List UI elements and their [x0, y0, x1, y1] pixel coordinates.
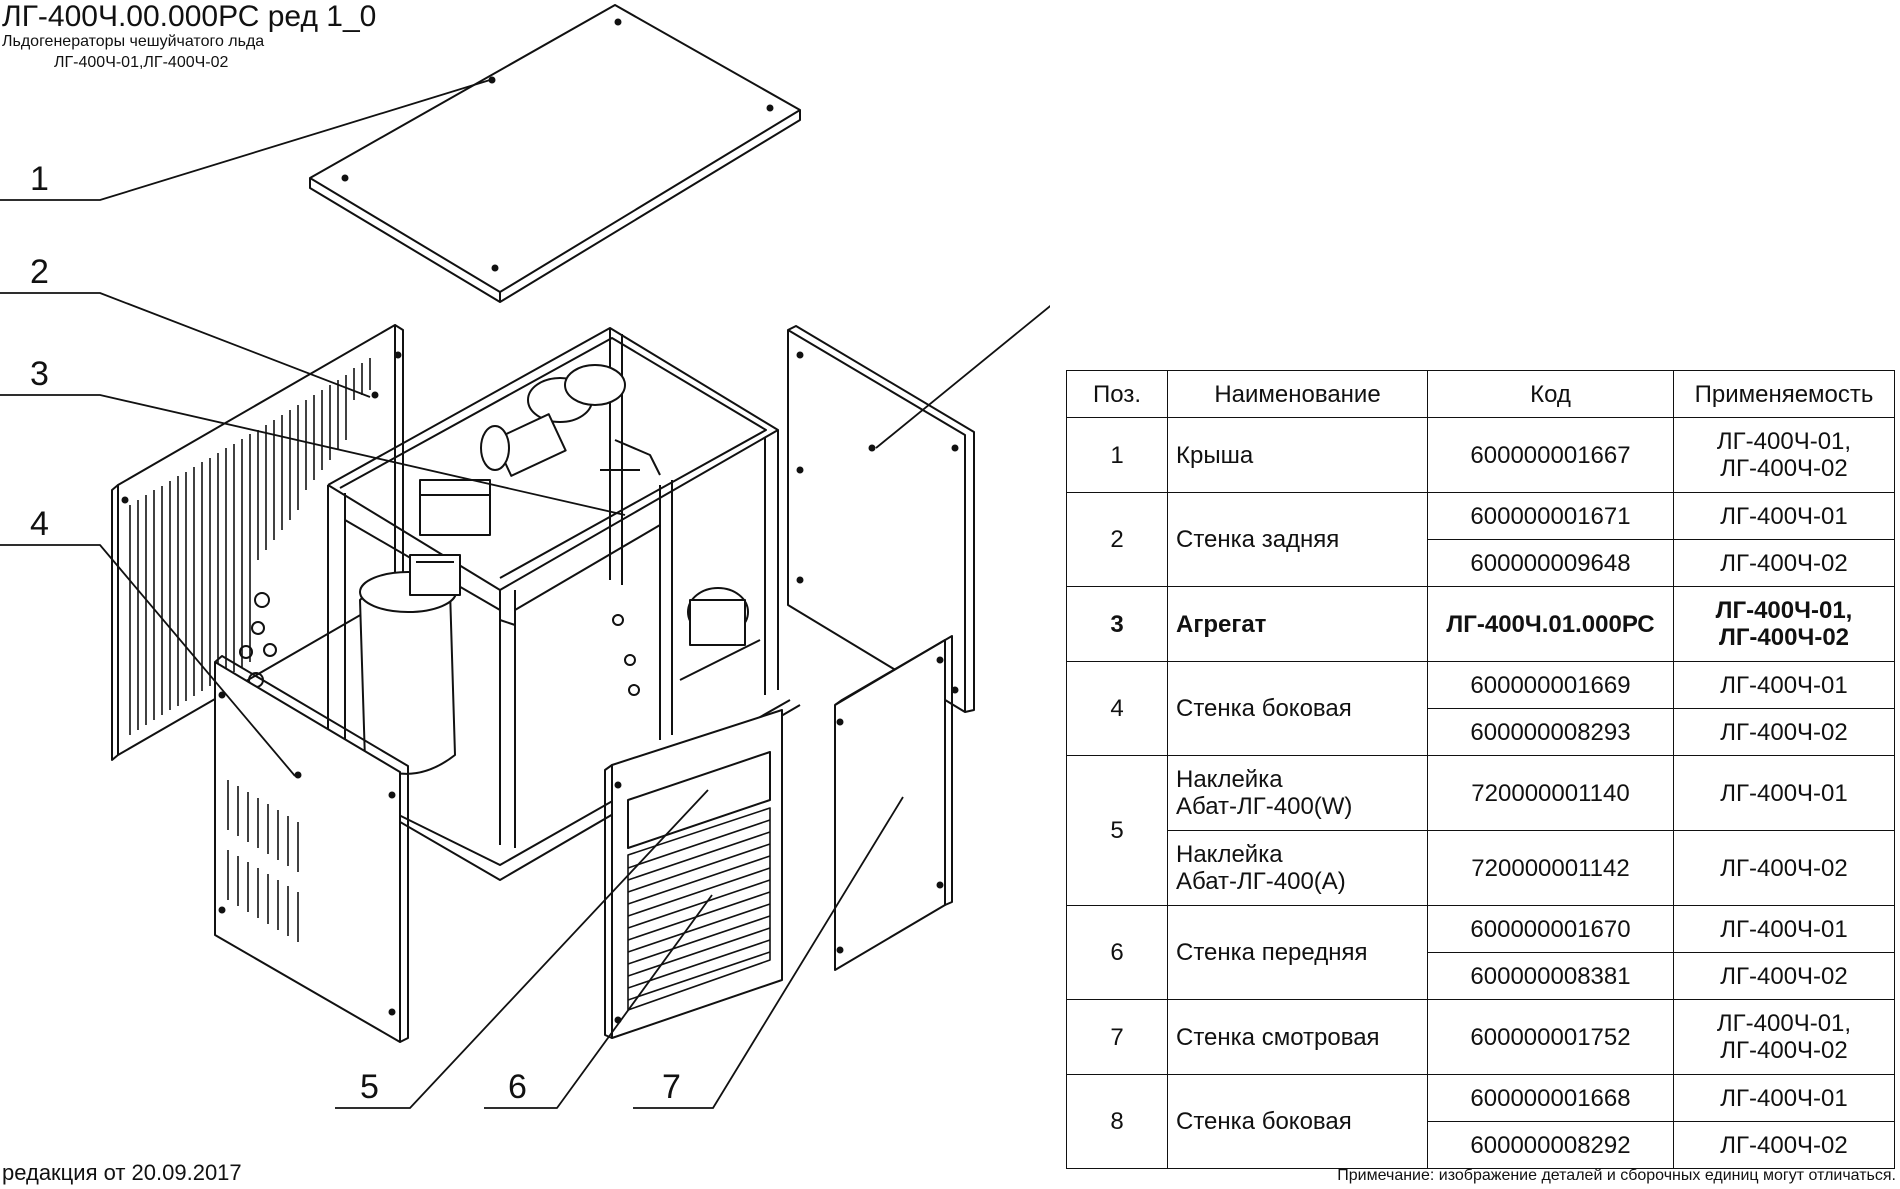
- cell-pos: 5: [1066, 755, 1168, 906]
- cell-name: Стенка смотровая: [1167, 999, 1428, 1075]
- cell-code: 600000008293: [1427, 708, 1674, 756]
- table-row: 4 Стенка боковая 600000001669 ЛГ-400Ч-01: [1066, 661, 1895, 756]
- cell-applicability: ЛГ-400Ч-02: [1673, 1121, 1895, 1169]
- table-row: 8 Стенка боковая 600000001668 ЛГ-400Ч-01: [1066, 1074, 1895, 1169]
- cell-applicability: ЛГ-400Ч-01,ЛГ-400Ч-02: [1673, 586, 1895, 662]
- cell-pos: 2: [1066, 492, 1168, 587]
- product-title: Льдогенераторы чешуйчатого льда: [2, 33, 265, 50]
- cell-applicability: ЛГ-400Ч-02: [1673, 539, 1895, 587]
- cell-code: 720000001140: [1427, 755, 1674, 831]
- table-row: 1 Крыша 600000001667 ЛГ-400Ч-01,ЛГ-400Ч-…: [1066, 417, 1895, 493]
- table-row: 6 Стенка передняя 600000001670 ЛГ-400Ч-0…: [1066, 905, 1895, 1000]
- callout-leaders: [0, 79, 1050, 1109]
- cell-pos: 3: [1066, 586, 1168, 662]
- cell-code: 600000001669: [1427, 661, 1674, 709]
- cell-applicability: ЛГ-400Ч-01: [1673, 1074, 1895, 1122]
- left-side-wall-panel: [214, 655, 409, 1043]
- cell-pos: 1: [1066, 417, 1168, 493]
- cell-pos: 8: [1066, 1074, 1168, 1169]
- cell-code: 600000008292: [1427, 1121, 1674, 1169]
- cell-code: 600000001670: [1427, 905, 1674, 953]
- cell-pos: 7: [1066, 999, 1168, 1075]
- cell-applicability: ЛГ-400Ч-01: [1673, 492, 1895, 540]
- compressor-tank: [359, 571, 457, 775]
- cell-applicability: ЛГ-400Ч-01,ЛГ-400Ч-02: [1673, 417, 1895, 493]
- leader-5: [335, 789, 709, 1109]
- leader-2: [0, 292, 371, 398]
- revision-date: редакция от 20.09.2017: [2, 1160, 242, 1185]
- cell-name: Стенка боковая: [1167, 1074, 1428, 1169]
- right-side-wall-panel: [787, 325, 975, 713]
- table-row: 600000008381 ЛГ-400Ч-02: [1067, 952, 1895, 1000]
- parts-table: Поз. Наименование Код Применяемость 1 Кр…: [1066, 370, 1895, 1169]
- table-row: 2 Стенка задняя 600000001671 ЛГ-400Ч-01: [1066, 492, 1895, 587]
- table-row: 600000008292 ЛГ-400Ч-02: [1067, 1121, 1895, 1169]
- cell-code: 600000001667: [1427, 417, 1674, 493]
- cell-applicability: ЛГ-400Ч-02: [1673, 952, 1895, 1000]
- callout-4: 4: [30, 505, 49, 543]
- table-row: 600000009648 ЛГ-400Ч-02: [1067, 539, 1895, 587]
- table-header-row: Поз. Наименование Код Применяемость: [1066, 370, 1895, 418]
- header-pos: Поз.: [1066, 370, 1168, 418]
- cell-code: 600000001671: [1427, 492, 1674, 540]
- document-number: ЛГ-400Ч.00.000РС ред 1_0: [2, 0, 377, 33]
- footer-note: Примечание: изображение деталей и сбороч…: [1337, 1167, 1896, 1184]
- front-grille: [627, 807, 771, 1011]
- cell-pos: 6: [1066, 905, 1168, 1000]
- table-row: 3 Агрегат ЛГ-400Ч.01.000РС ЛГ-400Ч-01,ЛГ…: [1066, 586, 1895, 662]
- cell-name: Стенка боковая: [1167, 661, 1428, 756]
- cell-applicability: ЛГ-400Ч-02: [1673, 830, 1895, 906]
- cell-code: 600000001668: [1427, 1074, 1674, 1122]
- callout-3: 3: [30, 355, 49, 393]
- front-wall-panel: [604, 709, 783, 1039]
- header-applicability: Применяемость: [1673, 370, 1895, 418]
- cell-code: 600000008381: [1427, 952, 1674, 1000]
- cell-name: Стенка передняя: [1167, 905, 1428, 1000]
- callout-2: 2: [30, 253, 49, 291]
- cell-name: Крыша: [1167, 417, 1428, 493]
- cell-applicability: ЛГ-400Ч-01: [1673, 755, 1895, 831]
- cell-code: 600000009648: [1427, 539, 1674, 587]
- rear-wall-louvers: [129, 358, 371, 735]
- cell-code: ЛГ-400Ч.01.000РС: [1427, 586, 1674, 662]
- table-row: 7 Стенка смотровая 600000001752 ЛГ-400Ч-…: [1066, 999, 1895, 1075]
- roof-panel: [309, 4, 801, 303]
- exploded-assembly-drawing: 1 2 3 4 5 6 7 8: [0, 4, 1050, 1109]
- cell-code: 720000001142: [1427, 830, 1674, 906]
- callout-1: 1: [30, 160, 49, 198]
- cell-name: Агрегат: [1167, 586, 1428, 662]
- leader-4: [0, 544, 296, 777]
- cell-name: Стенка задняя: [1167, 492, 1428, 587]
- leader-8: [875, 304, 1050, 449]
- leader-3: [0, 394, 626, 516]
- cell-applicability: ЛГ-400Ч-01: [1673, 905, 1895, 953]
- leader-1: [0, 79, 491, 201]
- callout-5: 5: [360, 1068, 379, 1106]
- product-models: ЛГ-400Ч-01,ЛГ-400Ч-02: [54, 54, 229, 71]
- header-name: Наименование: [1167, 370, 1428, 418]
- cell-applicability: ЛГ-400Ч-02: [1673, 708, 1895, 756]
- callout-6: 6: [508, 1068, 527, 1106]
- cell-code: 600000001752: [1427, 999, 1674, 1075]
- cell-applicability: ЛГ-400Ч-01,ЛГ-400Ч-02: [1673, 999, 1895, 1075]
- gear-motor: [480, 364, 626, 477]
- header-code: Код: [1427, 370, 1674, 418]
- service-wall-panel: [834, 635, 953, 971]
- callout-7: 7: [662, 1068, 681, 1106]
- left-wall-louvers: [227, 780, 299, 942]
- cell-pos: 4: [1066, 661, 1168, 756]
- leader-7: [633, 796, 904, 1109]
- cell-applicability: ЛГ-400Ч-01: [1673, 661, 1895, 709]
- right-motor: [679, 587, 761, 681]
- leader-6: [484, 894, 713, 1109]
